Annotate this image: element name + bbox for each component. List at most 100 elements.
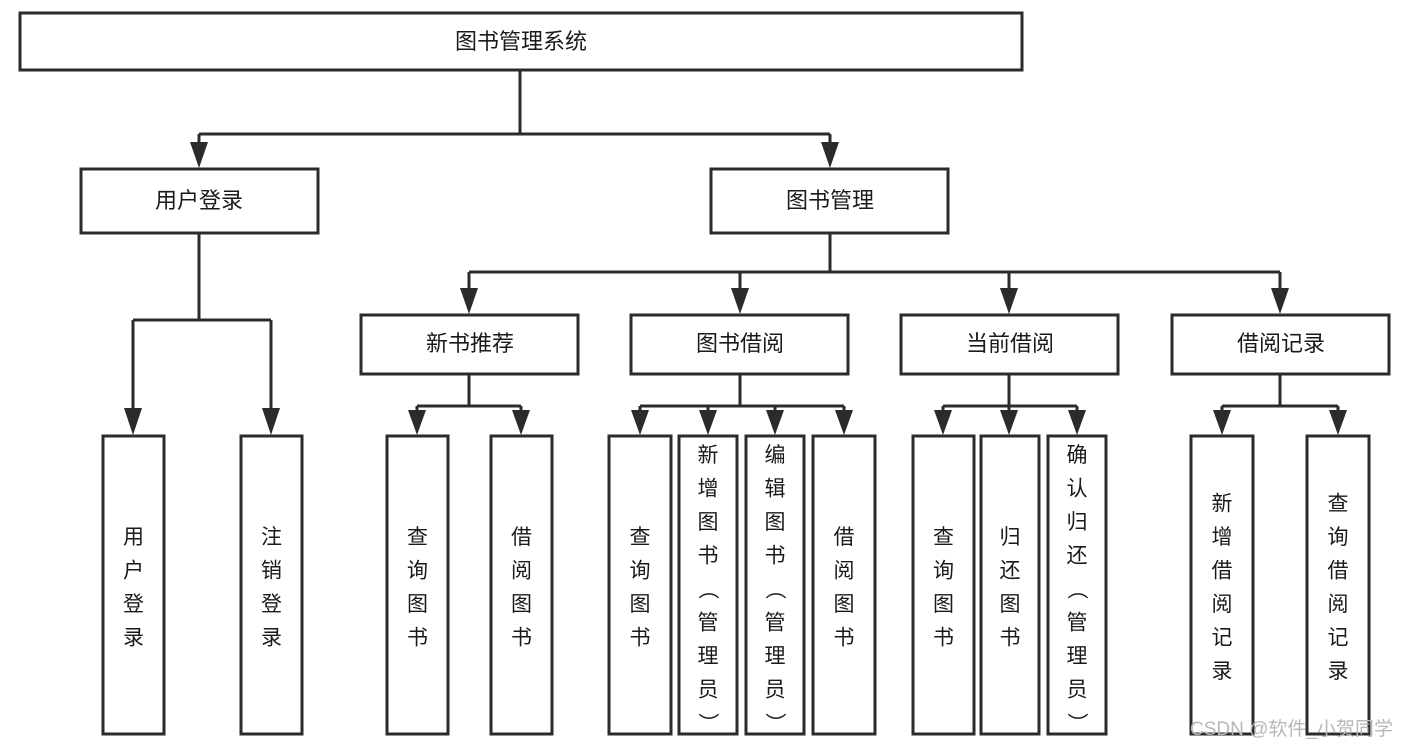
svg-text:员: 员 <box>698 679 719 702</box>
node-leaf-2-box[interactable] <box>239 434 304 736</box>
svg-text:用: 用 <box>123 526 144 549</box>
node-leaf-6[interactable] <box>677 434 739 736</box>
svg-text:新: 新 <box>698 444 719 467</box>
node-borrow[interactable]: 图书借阅 <box>629 313 850 376</box>
node-leaf-5[interactable] <box>607 434 673 736</box>
node-newbook-box[interactable] <box>359 313 580 376</box>
node-records[interactable]: 借阅记录 <box>1170 313 1391 376</box>
svg-text:归: 归 <box>1000 526 1021 549</box>
edge-group-current <box>934 374 1086 435</box>
edge-group-records <box>1213 374 1347 435</box>
svg-text:记: 记 <box>1328 627 1349 650</box>
arrow-bookmgmt-to-newbook-icon <box>460 288 478 314</box>
svg-text:登: 登 <box>261 593 282 616</box>
svg-text:询: 询 <box>933 560 954 583</box>
svg-text:（: （ <box>1065 579 1088 600</box>
node-root[interactable]: 图书管理系统 <box>18 11 1024 72</box>
svg-text:图: 图 <box>1000 593 1021 616</box>
node-leaf-10[interactable] <box>979 434 1041 736</box>
svg-text:管: 管 <box>698 612 719 635</box>
svg-text:）: ） <box>1065 713 1088 734</box>
node-bookmgmt-box[interactable] <box>709 167 950 235</box>
node-leaf-8-box[interactable] <box>811 434 877 736</box>
node-current-box[interactable] <box>899 313 1120 376</box>
node-leaf-12[interactable] <box>1189 434 1255 736</box>
node-leaf-1-label: 用户登录 <box>123 526 144 650</box>
node-leaf-1-box[interactable] <box>101 434 166 736</box>
svg-text:查: 查 <box>933 526 954 549</box>
svg-text:还: 还 <box>1000 560 1021 583</box>
arrow-current-to-leaf9-icon <box>934 410 952 435</box>
svg-text:书: 书 <box>834 627 855 650</box>
arrow-bookmgmt-to-borrow-icon <box>731 288 749 314</box>
node-bookmgmt[interactable]: 图书管理 <box>709 167 950 235</box>
svg-text:图: 图 <box>933 593 954 616</box>
svg-text:（: （ <box>763 579 786 600</box>
node-leaf-7-box[interactable] <box>744 434 806 736</box>
svg-text:确: 确 <box>1067 444 1088 467</box>
svg-text:图: 图 <box>698 511 719 534</box>
node-leaf-3[interactable] <box>385 434 450 736</box>
node-leaf-4-box[interactable] <box>489 434 554 736</box>
svg-text:户: 户 <box>123 560 144 583</box>
node-current[interactable]: 当前借阅 <box>899 313 1120 376</box>
arrow-borrow-to-leaf6-icon <box>699 410 717 435</box>
svg-text:录: 录 <box>1212 660 1233 683</box>
svg-text:书: 书 <box>630 627 651 650</box>
node-login-label: 用户登录 <box>155 188 243 213</box>
svg-text:销: 销 <box>261 560 282 583</box>
edge-group-login <box>124 233 280 435</box>
node-records-box[interactable] <box>1170 313 1391 376</box>
node-leaf-8[interactable] <box>811 434 877 736</box>
node-leaf-2[interactable] <box>239 434 304 736</box>
node-newbook[interactable]: 新书推荐 <box>359 313 580 376</box>
arrow-current-to-leaf10-icon <box>1000 410 1018 435</box>
svg-text:）: ） <box>696 713 719 734</box>
svg-text:新: 新 <box>1212 493 1233 516</box>
node-leaf-1[interactable] <box>101 434 166 736</box>
node-leaf-13[interactable] <box>1305 434 1371 736</box>
node-root-box[interactable] <box>18 11 1024 72</box>
svg-text:询: 询 <box>407 560 428 583</box>
node-leaf-11[interactable] <box>1046 434 1108 736</box>
node-leaf-3-box[interactable] <box>385 434 450 736</box>
svg-text:辑: 辑 <box>765 478 786 501</box>
node-current-label: 当前借阅 <box>966 331 1054 356</box>
node-leaf-12-box[interactable] <box>1189 434 1255 736</box>
arrow-newbook-to-leaf4-icon <box>512 410 530 435</box>
svg-text:录: 录 <box>261 627 282 650</box>
svg-text:理: 理 <box>1067 645 1088 668</box>
svg-text:借: 借 <box>834 526 855 549</box>
edge-group-borrow <box>631 374 853 435</box>
arrow-login-to-leaf2-icon <box>262 408 280 435</box>
node-leaf-5-box[interactable] <box>607 434 673 736</box>
svg-text:认: 认 <box>1067 478 1088 501</box>
node-leaf-6-box[interactable] <box>677 434 739 736</box>
node-leaf-9[interactable] <box>911 434 976 736</box>
node-borrow-box[interactable] <box>629 313 850 376</box>
arrow-borrow-to-leaf5-icon <box>631 410 649 435</box>
svg-text:借: 借 <box>511 526 532 549</box>
node-login-box[interactable] <box>79 167 320 235</box>
arrow-current-to-leaf11-icon <box>1068 410 1086 435</box>
arrow-records-to-leaf13-icon <box>1329 410 1347 435</box>
svg-text:编: 编 <box>765 444 786 467</box>
node-leaf-10-box[interactable] <box>979 434 1041 736</box>
node-login[interactable]: 用户登录 <box>79 167 320 235</box>
node-leaf-4[interactable] <box>489 434 554 736</box>
node-leaf-9-box[interactable] <box>911 434 976 736</box>
node-borrow-label: 图书借阅 <box>696 331 784 356</box>
svg-text:登: 登 <box>123 593 144 616</box>
svg-text:增: 增 <box>698 478 719 501</box>
svg-text:借: 借 <box>1328 560 1349 583</box>
node-leaf-13-box[interactable] <box>1305 434 1371 736</box>
node-leaf-11-box[interactable] <box>1046 434 1108 736</box>
arrow-newbook-to-leaf3-icon <box>408 410 426 435</box>
svg-text:理: 理 <box>765 645 786 668</box>
node-leaf-7[interactable] <box>744 434 806 736</box>
